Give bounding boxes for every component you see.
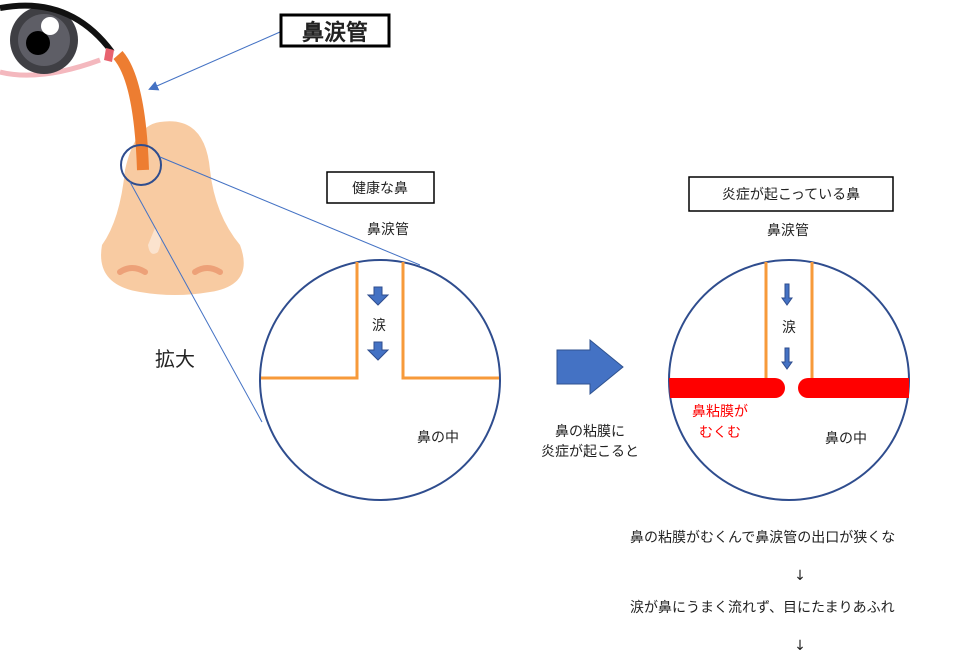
explanation-line2: 涙が鼻にうまく流れず、目にたまりあふれ <box>630 599 895 616</box>
title-label-box <box>279 13 391 48</box>
zoom-line-top <box>159 156 421 266</box>
swollen-mucosa-right <box>798 378 909 398</box>
inflamed-duct-label: 鼻涙管 <box>767 222 809 239</box>
transition-line1: 鼻の粘膜に <box>555 423 625 440</box>
nasolacrimal-duct <box>113 51 149 171</box>
explanation-arrow1: ↓ <box>794 568 806 584</box>
nose-illustration <box>101 121 244 295</box>
transition-line2: 炎症が起こると <box>541 444 639 460</box>
tear-arrow-icon <box>781 283 793 306</box>
explanation-arrow2: ↓ <box>794 638 806 654</box>
healthy-tear-label: 涙 <box>372 317 386 334</box>
title-label: 鼻涙管 <box>302 20 368 46</box>
eye-illustration <box>0 2 115 78</box>
magnify-circle <box>120 144 162 186</box>
zoom-label: 拡大 <box>155 347 195 371</box>
swelling-line2: むくむ <box>699 425 741 441</box>
label-pointer-arrow <box>148 31 281 91</box>
swelling-line1: 鼻粘膜が <box>692 403 748 420</box>
healthy-box-label: 健康な鼻 <box>352 180 408 197</box>
tear-arrow-icon <box>366 341 390 361</box>
healthy-inside-label: 鼻の中 <box>417 429 459 446</box>
tear-arrow-icon <box>366 286 390 306</box>
explanation-line1: 鼻の粘膜がむくんで鼻涙管の出口が狭くな <box>630 529 895 546</box>
healthy-nose-panel: 健康な鼻 鼻涙管 涙 鼻の中 <box>259 171 501 501</box>
inflamed-tear-label: 涙 <box>782 319 796 336</box>
inflamed-box-label: 炎症が起こっている鼻 <box>722 186 860 203</box>
inflamed-nose-panel: 炎症が起こっている鼻 鼻涙管 涙 鼻粘膜が むくむ 鼻の中 <box>668 176 910 501</box>
zoom-line-bottom <box>129 181 263 423</box>
tear-arrow-icon <box>781 347 793 370</box>
inflamed-inside-label: 鼻の中 <box>825 430 867 447</box>
healthy-duct-label: 鼻涙管 <box>367 221 409 238</box>
swollen-mucosa-left <box>669 378 785 398</box>
transition-arrow-icon <box>556 338 624 396</box>
